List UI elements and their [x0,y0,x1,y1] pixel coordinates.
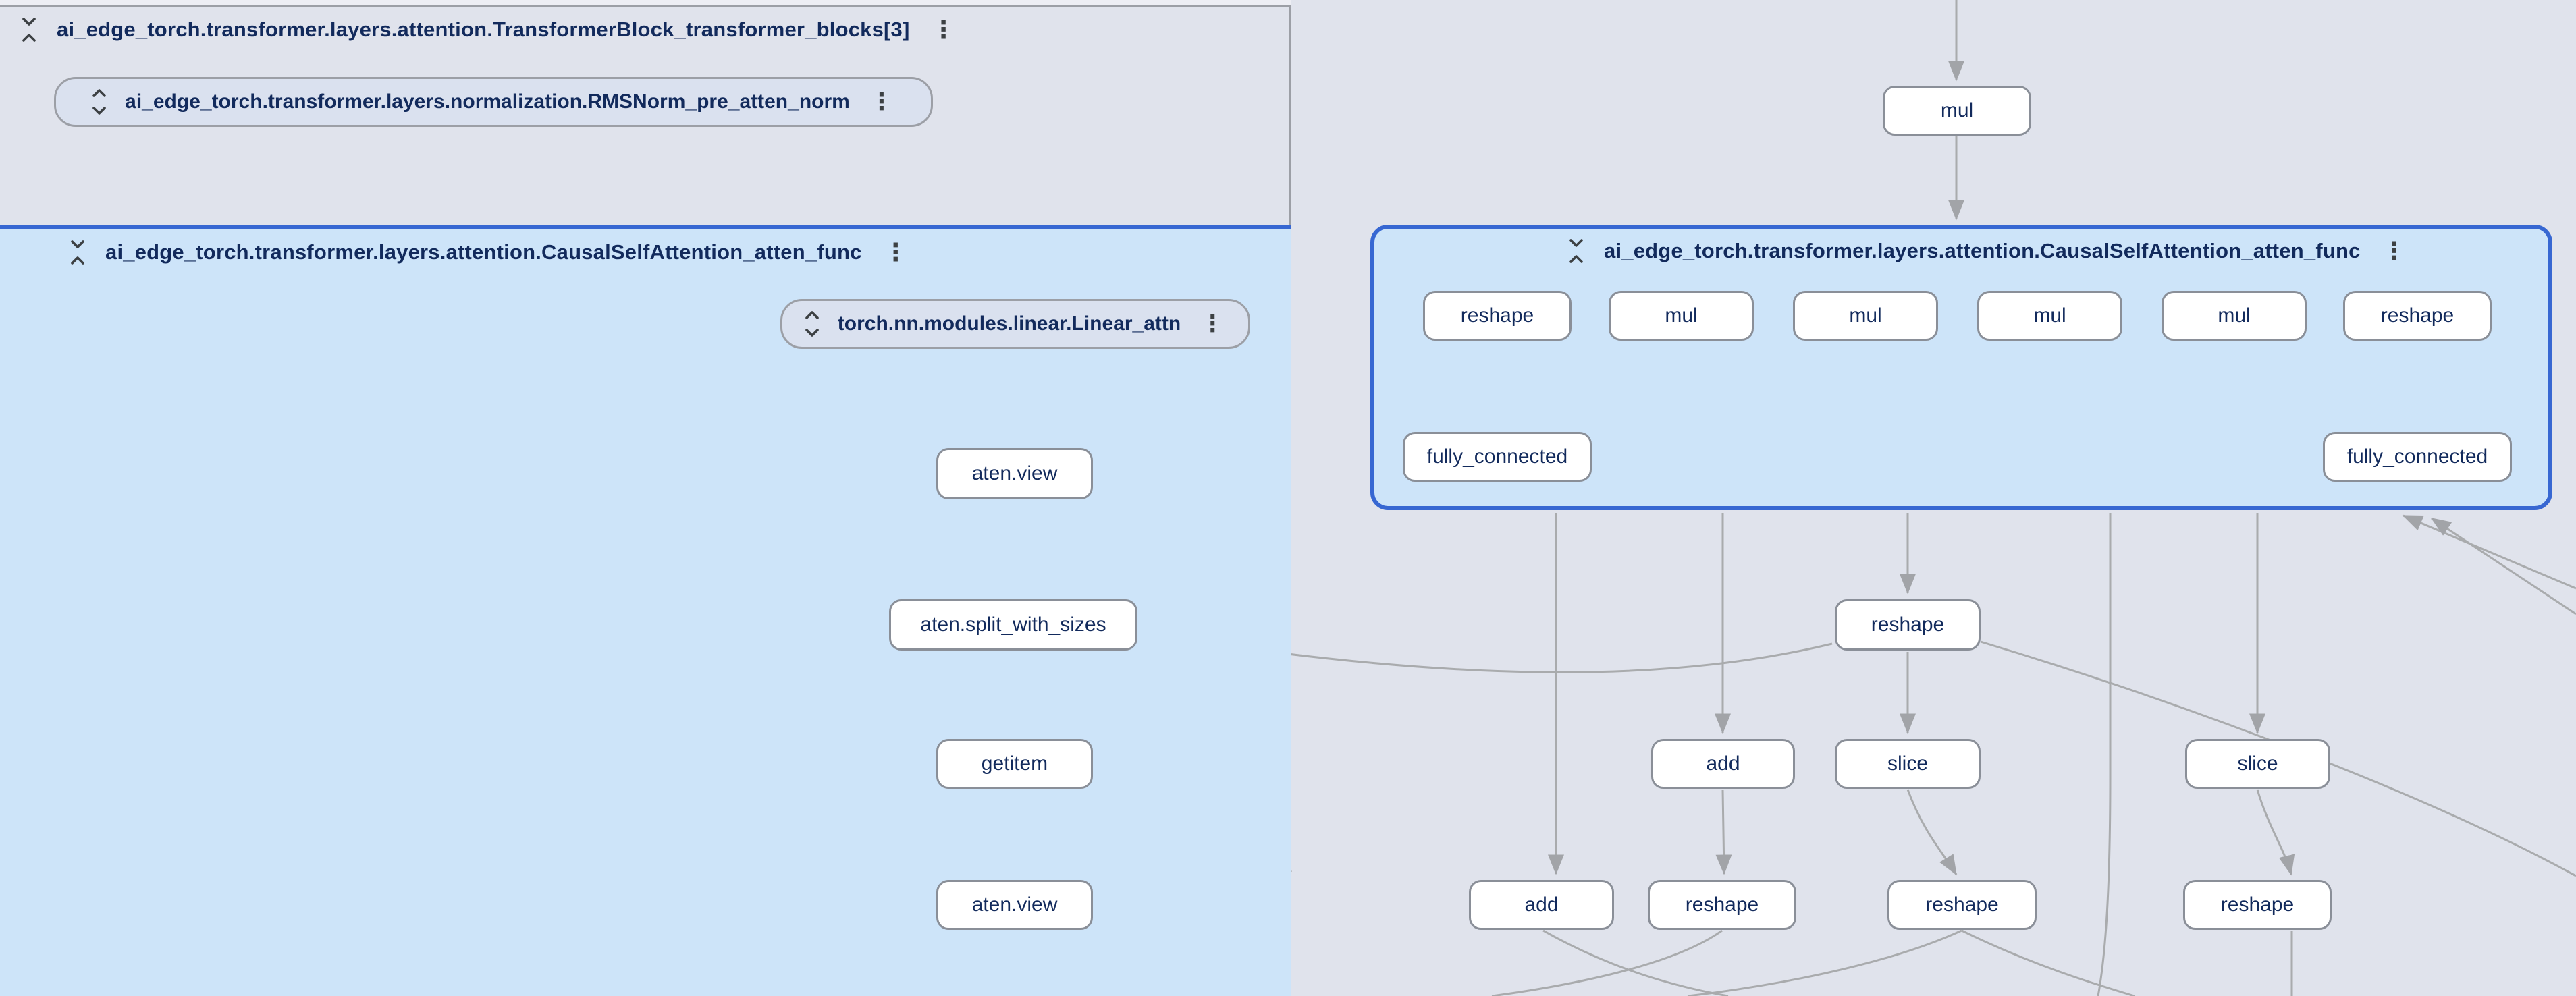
op-label: mul [1849,304,1882,327]
group-node-linear-attn[interactable]: torch.nn.modules.linear.Linear_attn ⋮ [780,299,1250,349]
op-node-add[interactable]: add [1469,880,1614,930]
op-node-aten-view-2[interactable]: aten.view [936,880,1093,930]
op-node-mul[interactable]: mul [1977,291,2122,341]
attn-left-header: ai_edge_torch.transformer.layers.attenti… [68,238,912,267]
op-node-reshape[interactable]: reshape [1648,880,1796,930]
group-node-rmsnorm[interactable]: ai_edge_torch.transformer.layers.normali… [54,77,933,127]
op-node-getitem[interactable]: getitem [936,739,1093,789]
op-node-reshape[interactable]: reshape [2183,880,2332,930]
transformer-block-header: ai_edge_torch.transformer.layers.attenti… [19,15,960,45]
group-title-causal-self-attention: ai_edge_torch.transformer.layers.attenti… [105,240,862,264]
op-node-reshape[interactable]: reshape [1423,291,1572,341]
op-label: aten.view [971,462,1058,485]
op-label: mul [2033,304,2066,327]
op-label: reshape [2220,893,2295,916]
unfold-less-icon[interactable] [19,15,39,45]
op-label: add [1524,893,1559,916]
op-label: mul [1940,99,1974,121]
op-label: reshape [1871,613,1945,636]
op-node-aten-split-with-sizes[interactable]: aten.split_with_sizes [889,599,1137,651]
op-label: aten.split_with_sizes [920,613,1106,636]
op-node-add[interactable]: add [1651,739,1795,789]
unfold-more-icon[interactable] [90,87,109,117]
canvas-background-strip [0,0,1291,5]
op-node-slice[interactable]: slice [2185,739,2330,789]
op-node-fully-connected[interactable]: fully_connected [1403,432,1592,482]
op-label: mul [2218,304,2251,327]
op-node-slice[interactable]: slice [1835,739,1981,789]
kebab-menu-icon[interactable]: ⋮ [931,16,956,43]
group-node-label: ai_edge_torch.transformer.layers.normali… [125,90,850,113]
op-label: mul [1665,304,1698,327]
op-node-mul[interactable]: mul [1793,291,1938,341]
op-node-reshape-mid[interactable]: reshape [1835,599,1981,651]
unfold-less-icon[interactable] [68,238,88,267]
op-label: fully_connected [2346,445,2488,468]
op-node-fully-connected[interactable]: fully_connected [2323,432,2512,482]
op-label: reshape [1925,893,1999,916]
op-node-reshape[interactable]: reshape [2343,291,2492,341]
op-node-aten-view[interactable]: aten.view [936,448,1093,499]
op-label: aten.view [971,893,1058,916]
op-label: reshape [1460,304,1534,327]
op-node-mul[interactable]: mul [1609,291,1754,341]
unfold-less-icon[interactable] [1566,236,1586,266]
op-label: reshape [1685,893,1759,916]
op-label: getitem [981,752,1048,775]
group-node-label: torch.nn.modules.linear.Linear_attn [837,312,1181,335]
op-node-mul-top[interactable]: mul [1883,86,2031,136]
op-label: slice [1887,752,1928,775]
kebab-menu-icon[interactable]: ⋮ [2382,237,2407,265]
kebab-menu-icon[interactable]: ⋮ [1201,311,1225,337]
kebab-menu-icon[interactable]: ⋮ [883,238,908,266]
op-node-reshape[interactable]: reshape [1887,880,2037,930]
op-label: add [1706,752,1740,775]
op-label: reshape [2380,304,2454,327]
attn-right-header: ai_edge_torch.transformer.layers.attenti… [1566,236,2411,266]
group-title-causal-self-attention: ai_edge_torch.transformer.layers.attenti… [1604,239,2361,262]
group-title-transformer-block: ai_edge_torch.transformer.layers.attenti… [57,18,910,41]
kebab-menu-icon[interactable]: ⋮ [869,89,893,115]
op-node-mul[interactable]: mul [2162,291,2307,341]
unfold-more-icon[interactable] [803,309,822,339]
op-label: slice [2237,752,2278,775]
op-label: fully_connected [1426,445,1568,468]
